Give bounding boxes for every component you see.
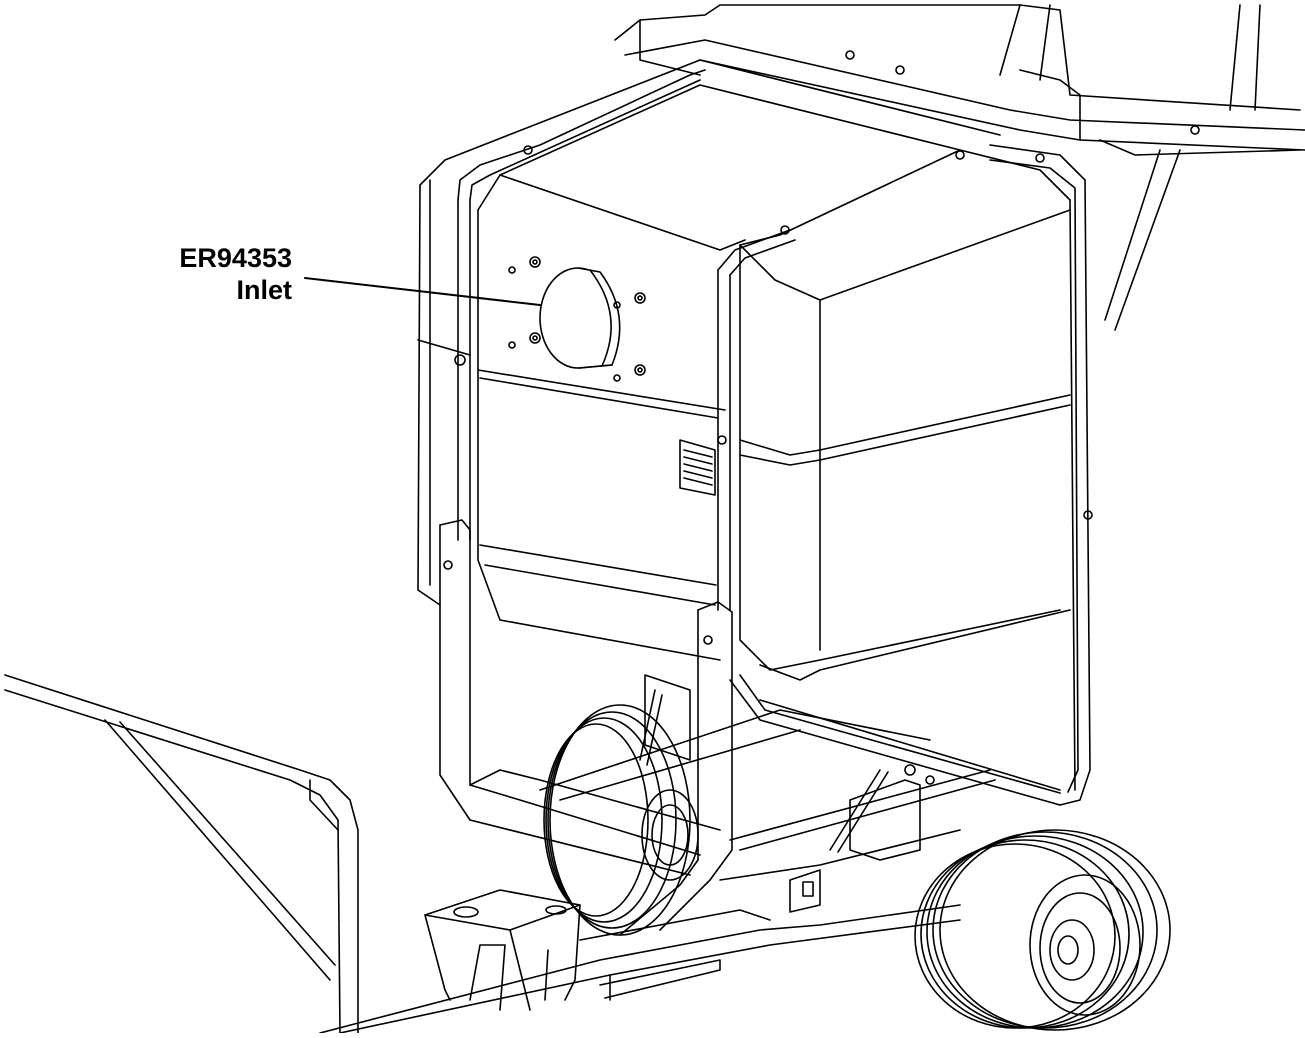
- tube-frame: [457, 69, 1091, 806]
- jack-stand: [424, 889, 581, 1011]
- discharge-chute: [4, 674, 359, 1034]
- fasteners: [443, 50, 1200, 785]
- cross-member: [789, 869, 821, 913]
- left-tank: [477, 84, 961, 661]
- top-lid: [614, 4, 1305, 331]
- inlet-collar: [539, 267, 621, 369]
- right-tank: [739, 149, 1076, 791]
- back-wheel: [543, 704, 699, 936]
- part-callout: ER94353 Inlet: [120, 242, 292, 306]
- label-plate: [679, 439, 716, 496]
- hitch-tongue: [319, 904, 961, 1034]
- callout-leader-line: [304, 277, 541, 306]
- callout-part-number: ER94353: [179, 243, 292, 273]
- front-wheel: [914, 829, 1171, 1031]
- brackets: [639, 674, 921, 861]
- back-housing: [417, 59, 1001, 606]
- callout-part-name: Inlet: [236, 275, 292, 305]
